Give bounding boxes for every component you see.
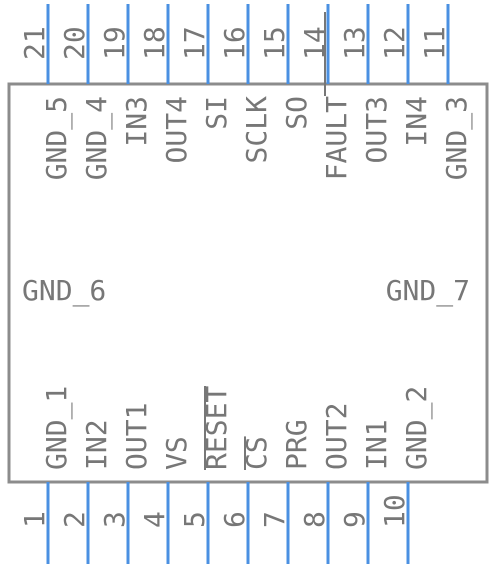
bottom-pin-row: 1GND_12IN23OUT14VS5RESET6CS7PRG8OUT29IN1… bbox=[18, 386, 434, 564]
pin-2-number: 2 bbox=[58, 511, 91, 528]
pin-3-label: OUT1 bbox=[120, 403, 153, 470]
pin-18-number: 18 bbox=[138, 26, 171, 60]
pin-12-label: IN4 bbox=[400, 96, 433, 147]
pin-11-label: GND_3 bbox=[440, 96, 474, 180]
pin-19-number: 19 bbox=[98, 26, 131, 60]
pin-8-number: 8 bbox=[298, 511, 331, 528]
pin-21-number: 21 bbox=[18, 26, 51, 60]
pin-1-label: GND_1 bbox=[40, 386, 74, 470]
side-label-left: GND_6 bbox=[22, 274, 106, 308]
pin-5-number: 5 bbox=[178, 511, 211, 528]
pin-12-number: 12 bbox=[378, 26, 411, 60]
pin-10-number: 10 bbox=[378, 494, 411, 528]
pin-21-label: GND_5 bbox=[40, 96, 74, 180]
pin-6-number: 6 bbox=[218, 511, 251, 528]
pin-14-number: 14 bbox=[298, 26, 331, 60]
pin-15-label: SO bbox=[280, 96, 313, 130]
pin-7-label: PRG bbox=[280, 419, 313, 470]
pin-1-number: 1 bbox=[18, 511, 51, 528]
pin-10-label: GND_2 bbox=[400, 386, 434, 470]
pin-18-label: OUT4 bbox=[160, 96, 193, 163]
pin-16-label: SCLK bbox=[240, 96, 273, 164]
pin-17-number: 17 bbox=[178, 26, 211, 60]
pin-11-number: 11 bbox=[418, 26, 451, 60]
pin-8-label: OUT2 bbox=[320, 403, 353, 470]
pin-13-label: OUT3 bbox=[360, 96, 393, 163]
pin-4-label: VS bbox=[160, 436, 193, 470]
pin-19-label: IN3 bbox=[120, 96, 153, 147]
pin-7-number: 7 bbox=[258, 511, 291, 528]
pin-9-number: 9 bbox=[338, 511, 371, 528]
pin-9-label: IN1 bbox=[360, 419, 393, 470]
side-label-right: GND_7 bbox=[386, 274, 470, 308]
pin-20-number: 20 bbox=[58, 26, 91, 60]
pin-14-label: FAULT bbox=[320, 96, 353, 180]
pin-20-label: GND_4 bbox=[80, 96, 114, 180]
pin-4-number: 4 bbox=[138, 511, 171, 528]
pin-16-number: 16 bbox=[218, 26, 251, 60]
pin-15-number: 15 bbox=[258, 26, 291, 60]
pin-17-label: SI bbox=[200, 96, 233, 130]
pin-13-number: 13 bbox=[338, 26, 371, 60]
component-body bbox=[7, 82, 489, 484]
pin-3-number: 3 bbox=[98, 511, 131, 528]
pin-2-label: IN2 bbox=[80, 419, 113, 470]
